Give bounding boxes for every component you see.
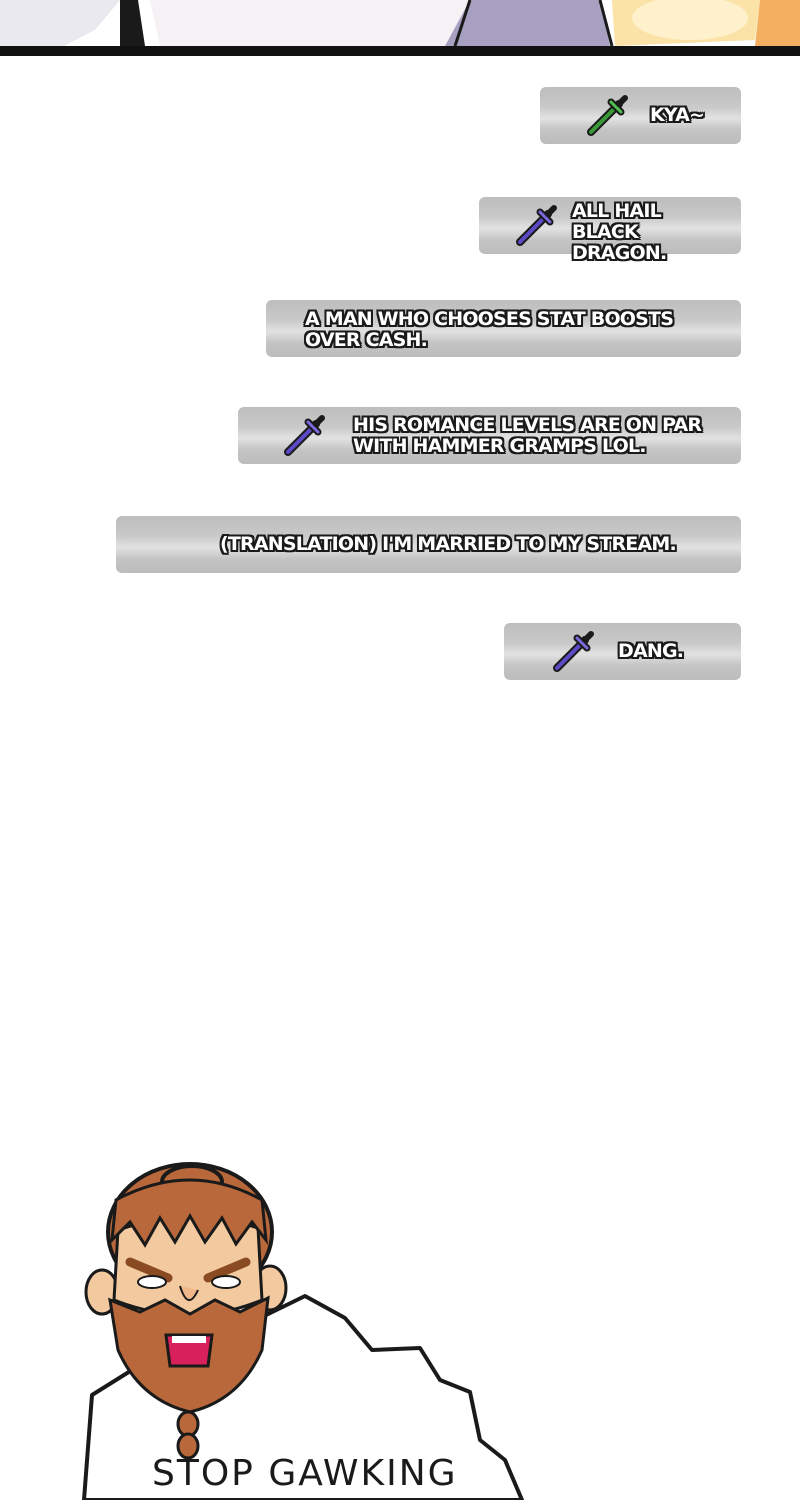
character-panel xyxy=(0,1150,800,1502)
bearded-man-illustration xyxy=(82,1162,524,1502)
chat-message-bubble xyxy=(116,516,741,573)
purple-sword-icon xyxy=(284,415,325,456)
speech-bubble-text: STOP GAWKING xyxy=(152,1453,458,1494)
chat-message-text: DANG. xyxy=(618,640,684,662)
chat-message-text: ALL HAIL BLACK DRAGON. xyxy=(572,200,667,264)
chat-message-text: A MAN WHO CHOOSES STAT BOOSTS OVER CASH. xyxy=(305,308,674,351)
purple-sword-icon xyxy=(516,205,557,246)
chat-message-bubble xyxy=(540,87,741,144)
chat-message-bubble xyxy=(266,300,741,357)
chat-message-text: HIS ROMANCE LEVELS ARE ON PAR WITH HAMME… xyxy=(353,414,702,457)
chat-message-bubble xyxy=(504,623,741,680)
chat-message-text: KYA~ xyxy=(650,104,705,126)
top-panel-art xyxy=(0,0,800,56)
purple-sword-icon xyxy=(553,631,594,672)
green-sword-icon xyxy=(587,95,628,136)
chat-message-text: (TRANSLATION) I'M MARRIED TO MY STREAM. xyxy=(220,533,677,555)
